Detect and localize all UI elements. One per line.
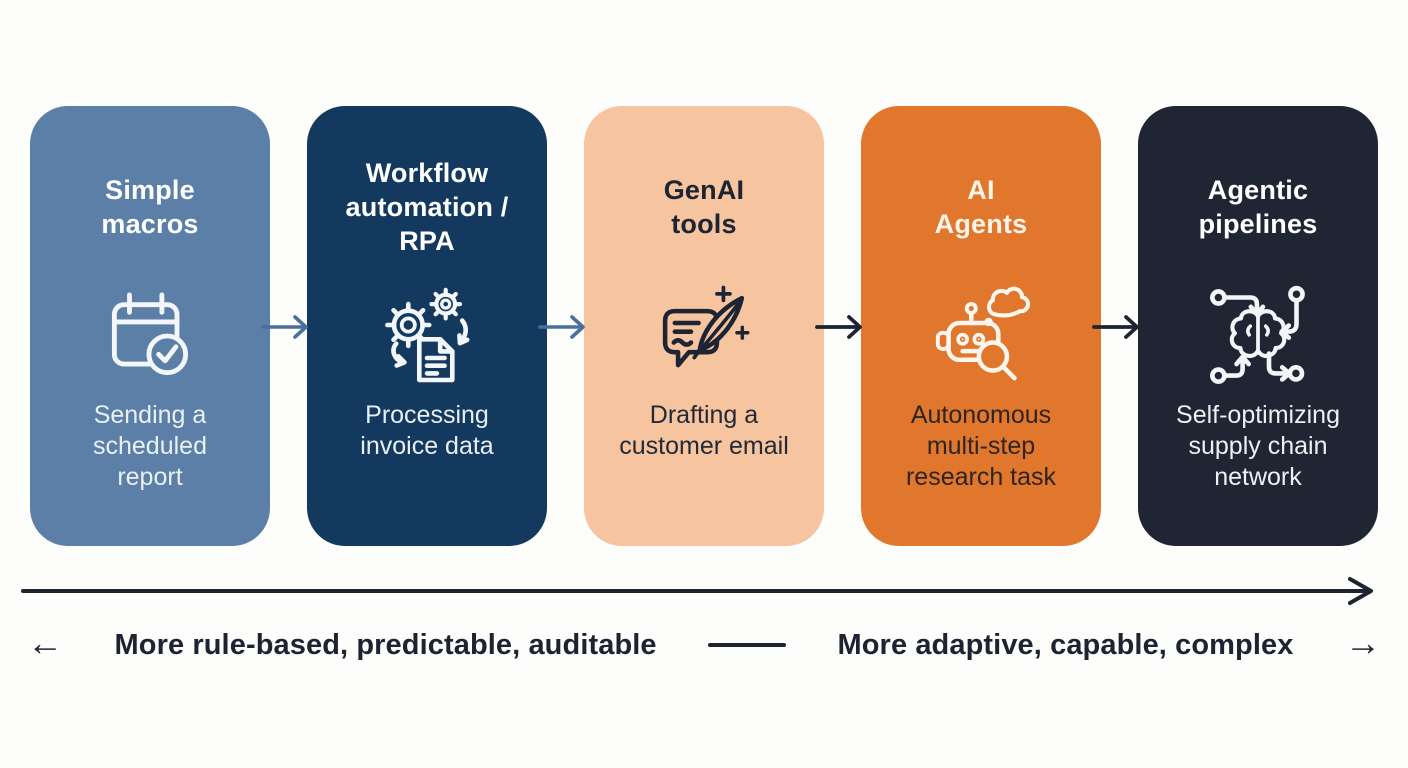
connector-arrow-3: [814, 311, 870, 343]
card-agentic-pipelines: Agentic pipelines: [1138, 106, 1378, 546]
card-simple-macros: Simple macros Sending a scheduled report: [30, 106, 270, 546]
connector-arrow-2: [537, 311, 593, 343]
card-ai-agents: AI Agents Autonomou: [861, 106, 1101, 546]
spectrum-axis-labels: ← More rule-based, predictable, auditabl…: [0, 620, 1408, 670]
cards-row: Simple macros Sending a scheduled report…: [30, 106, 1378, 546]
robot-search-icon: [876, 272, 1086, 400]
calendar-check-icon: [45, 272, 255, 400]
card-caption: Self-optimizing supply chain network: [1176, 401, 1340, 491]
axis-label-left: More rule-based, predictable, auditable: [114, 628, 657, 661]
card-title: GenAI tools: [663, 174, 745, 239]
card-title: Agentic pipelines: [1198, 174, 1318, 239]
card-caption: Sending a scheduled report: [93, 401, 207, 491]
card-genai-tools: GenAI tools Drafting a customer email: [584, 106, 824, 546]
card-caption: Autonomous multi-step research task: [905, 401, 1057, 491]
card-caption: Drafting a customer email: [619, 401, 789, 460]
card-title: AI Agents: [934, 174, 1028, 239]
spectrum-axis-arrow: [20, 575, 1388, 607]
left-arrow-icon: ←: [27, 622, 64, 663]
card-workflow-automation: Workflow automation / RPA: [307, 106, 547, 546]
connector-arrow-4: [1091, 311, 1147, 343]
brain-network-icon: [1153, 272, 1363, 400]
axis-label-right: More adaptive, capable, complex: [837, 628, 1294, 661]
connector-arrow-1: [260, 311, 316, 343]
quill-message-icon: [599, 272, 809, 400]
right-arrow-icon: →: [1344, 622, 1381, 663]
card-title: Simple macros: [101, 174, 199, 239]
card-caption: Processing invoice data: [360, 401, 494, 460]
gears-document-icon: [322, 272, 532, 400]
axis-divider-line: [708, 643, 787, 647]
card-title: Workflow automation / RPA: [345, 157, 509, 256]
